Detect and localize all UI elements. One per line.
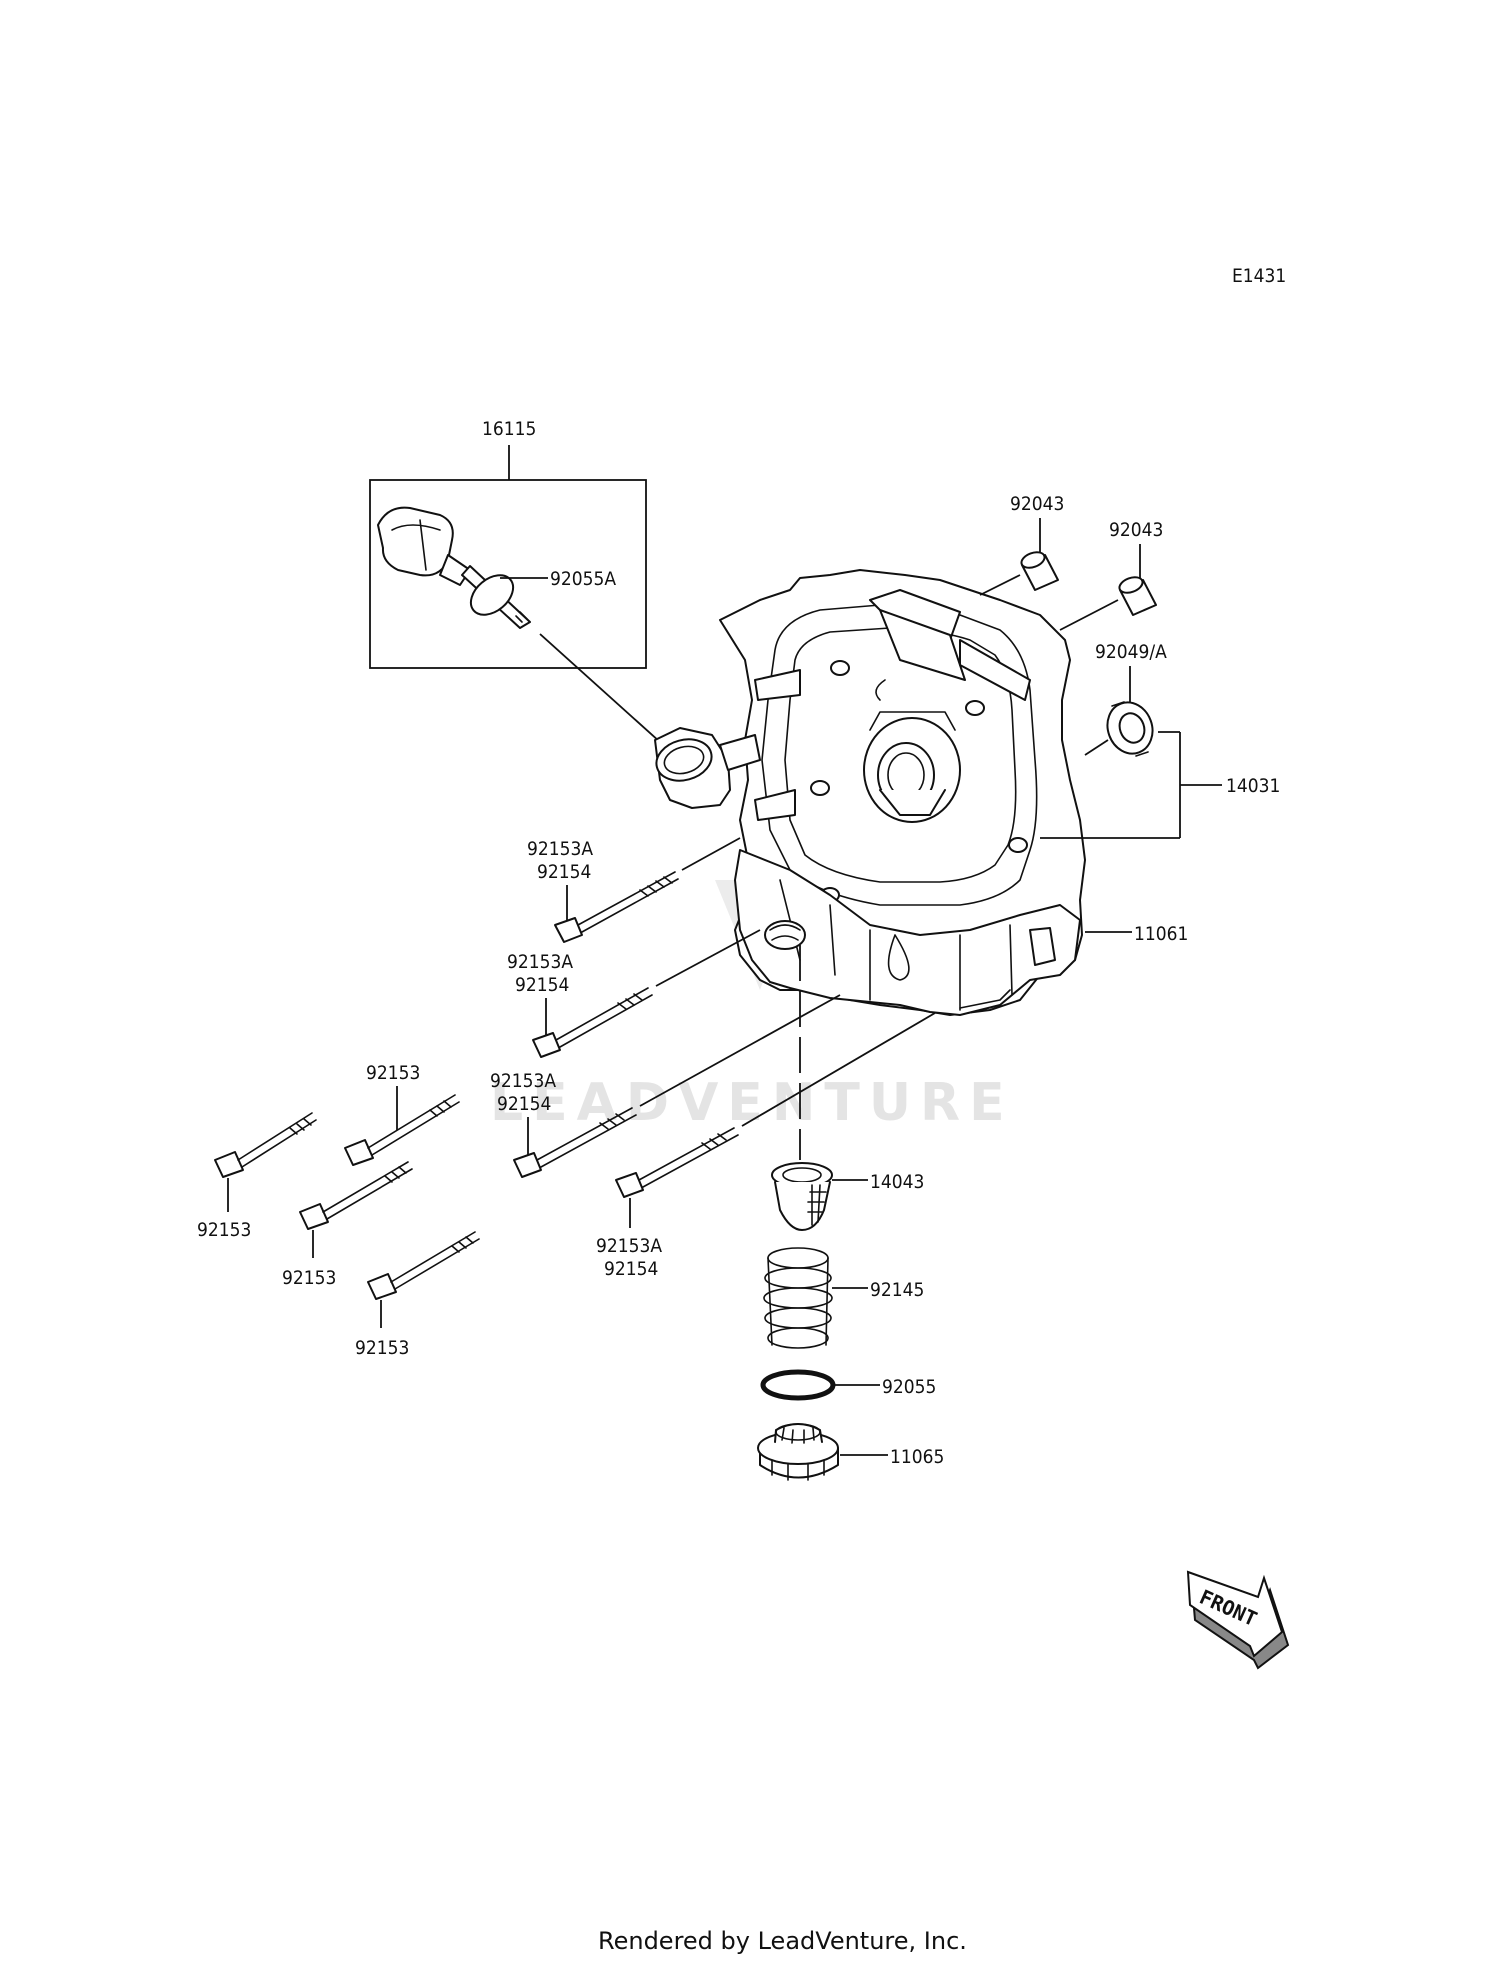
label-92055A[interactable]: 92055A xyxy=(550,568,616,590)
filter-icon xyxy=(771,1162,833,1231)
label-92043-b[interactable]: 92043 xyxy=(1109,519,1163,541)
bolt-icon-b4 xyxy=(367,1231,480,1300)
label-92153-4[interactable]: 92153 xyxy=(355,1337,409,1359)
label-92154-3[interactable]: 92154 xyxy=(497,1093,551,1115)
oring-icon xyxy=(760,1369,836,1401)
bolt-icon-a2 xyxy=(532,987,653,1058)
crankcase-cover-icon xyxy=(654,569,1086,1016)
label-92154-1[interactable]: 92154 xyxy=(537,861,591,883)
label-92153A-2[interactable]: 92153A xyxy=(507,951,573,973)
bolt-icon-b1 xyxy=(214,1112,317,1178)
label-11065[interactable]: 11065 xyxy=(890,1446,944,1468)
label-92154-2[interactable]: 92154 xyxy=(515,974,569,996)
label-14043[interactable]: 14043 xyxy=(870,1171,924,1193)
label-92153-3[interactable]: 92153 xyxy=(282,1267,336,1289)
bolt-icon-b3 xyxy=(299,1161,413,1230)
label-92153-1[interactable]: 92153 xyxy=(197,1219,251,1241)
drain-plug-icon xyxy=(757,1423,839,1481)
label-92055[interactable]: 92055 xyxy=(882,1376,936,1398)
bolt-icon-a1 xyxy=(554,871,679,943)
label-16115[interactable]: 16115 xyxy=(482,418,536,440)
spring-icon xyxy=(763,1247,833,1349)
oil-gauge-group: 16115 92055A xyxy=(369,418,647,669)
label-92049A[interactable]: 92049/A xyxy=(1095,641,1167,663)
footer-credit: Rendered by LeadVenture, Inc. xyxy=(598,1927,967,1955)
label-92153A-4[interactable]: 92153A xyxy=(596,1235,662,1257)
label-92154-4[interactable]: 92154 xyxy=(604,1258,658,1280)
front-arrow-icon: FRONT xyxy=(1186,1570,1290,1670)
diagram-code: E1431 xyxy=(1232,265,1286,287)
dowel-pin-icon-2 xyxy=(1118,576,1157,616)
dowel-pin-icon-1 xyxy=(1020,551,1059,591)
bolt-icon-a3 xyxy=(513,1107,637,1178)
label-92153A-3[interactable]: 92153A xyxy=(490,1070,556,1092)
label-92043-a[interactable]: 92043 xyxy=(1010,493,1064,515)
label-92153A-1[interactable]: 92153A xyxy=(527,838,593,860)
oil-seal-icon xyxy=(1106,701,1154,757)
watermark-text: LEADVENTURE xyxy=(490,1073,1014,1133)
label-92153-2[interactable]: 92153 xyxy=(366,1062,420,1084)
bolt-icon-b2 xyxy=(344,1094,460,1166)
label-14031[interactable]: 14031 xyxy=(1226,775,1280,797)
label-92145[interactable]: 92145 xyxy=(870,1279,924,1301)
oil-gauge-icon xyxy=(377,506,531,629)
bolt-icon-a4 xyxy=(615,1127,739,1198)
label-11061[interactable]: 11061 xyxy=(1134,923,1188,945)
